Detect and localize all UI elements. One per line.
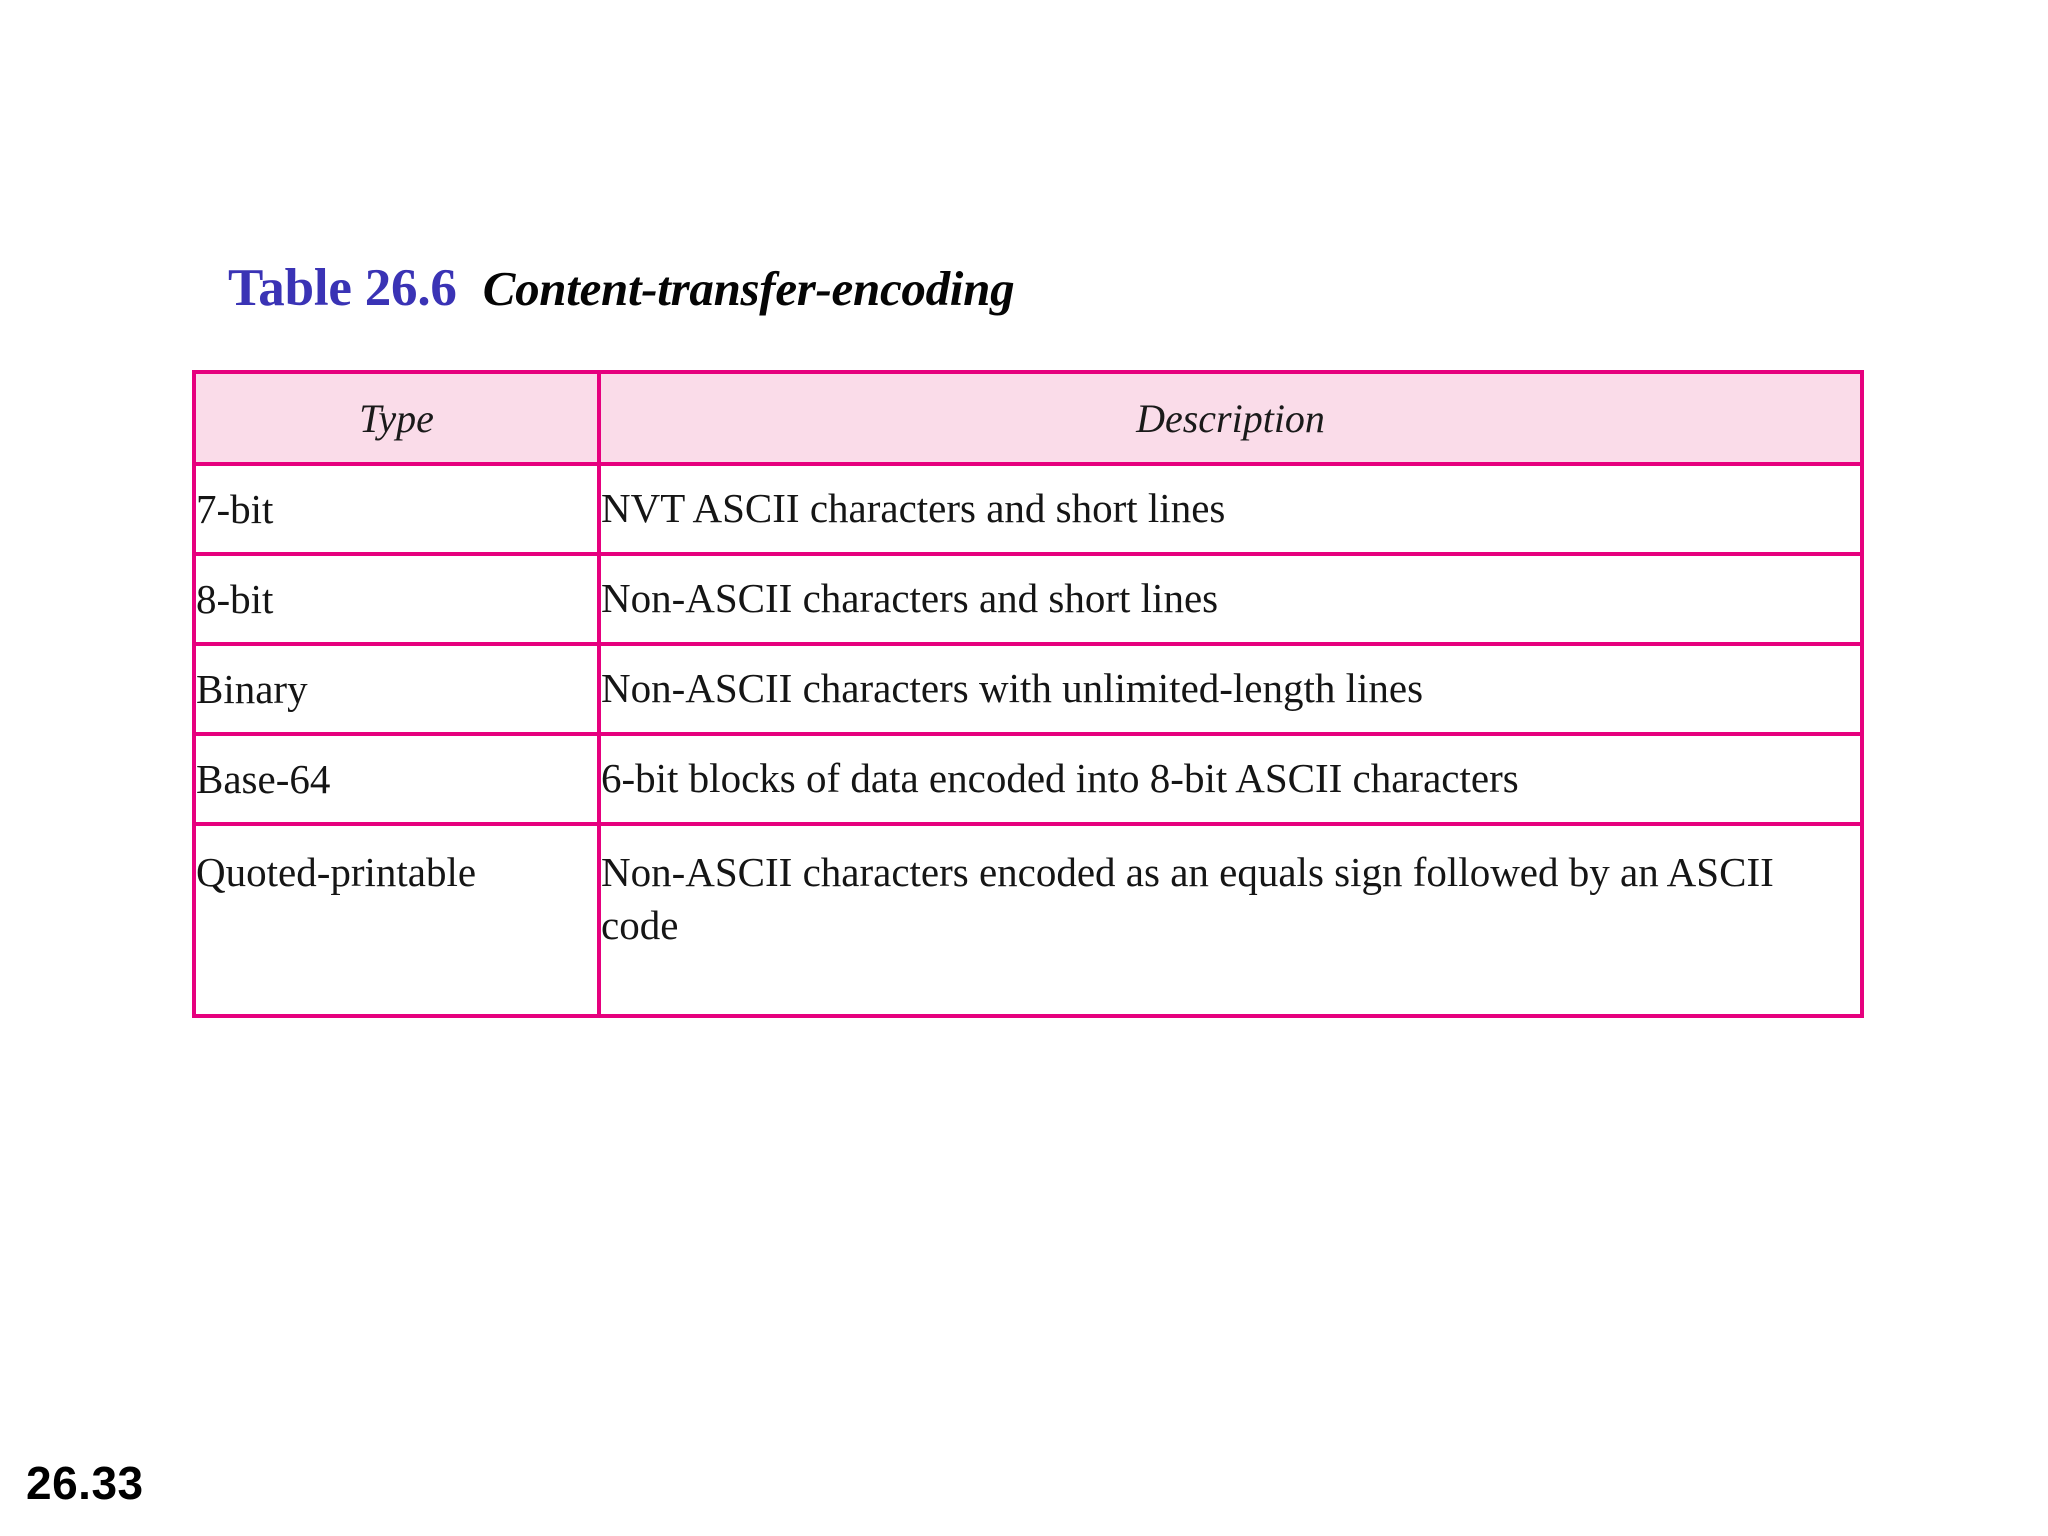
- cell-description: Non-ASCII characters and short lines: [597, 552, 1864, 646]
- slide-number: 26.33: [26, 1457, 144, 1509]
- cell-description: 6-bit blocks of data encoded into 8-bit …: [597, 732, 1864, 826]
- cell-type: Binary: [192, 642, 601, 736]
- table-caption-title: Content-transfer-encoding: [482, 261, 1015, 316]
- table-row: Quoted-printable Non-ASCII characters en…: [192, 822, 1864, 1018]
- cell-description: Non-ASCII characters with unlimited-leng…: [597, 642, 1864, 736]
- cell-description: Non-ASCII characters encoded as an equal…: [597, 822, 1864, 1018]
- table-row: Base-64 6-bit blocks of data encoded int…: [192, 732, 1864, 826]
- table-row: 8-bit Non-ASCII characters and short lin…: [192, 552, 1864, 646]
- cell-type: Base-64: [192, 732, 601, 826]
- table-caption-label: Table 26.6: [228, 259, 457, 317]
- table-caption: Table 26.6 Content-transfer-encoding: [228, 259, 1015, 317]
- table-row: 7-bit NVT ASCII characters and short lin…: [192, 462, 1864, 556]
- column-header-description: Description: [597, 370, 1864, 466]
- column-header-type: Type: [192, 370, 601, 466]
- table-header-row: Type Description: [192, 370, 1864, 466]
- content-transfer-encoding-table: Type Description 7-bit NVT ASCII charact…: [192, 370, 1864, 1018]
- cell-type: Quoted-printable: [192, 822, 601, 1018]
- table-row: Binary Non-ASCII characters with unlimit…: [192, 642, 1864, 736]
- cell-description: NVT ASCII characters and short lines: [597, 462, 1864, 556]
- cell-type: 8-bit: [192, 552, 601, 646]
- cell-type: 7-bit: [192, 462, 601, 556]
